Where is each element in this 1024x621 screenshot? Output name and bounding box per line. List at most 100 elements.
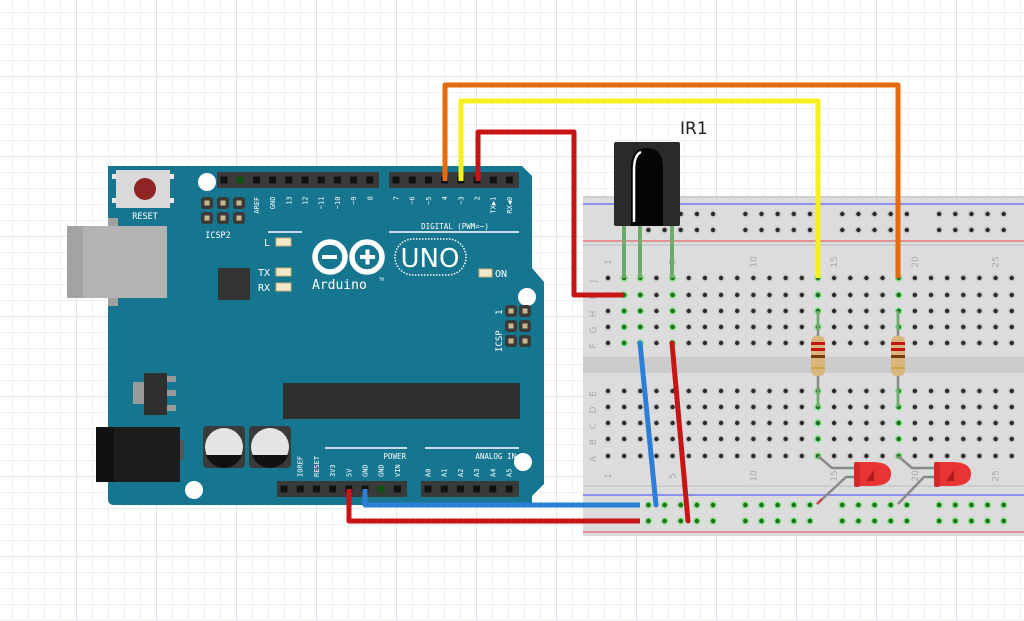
breadboard-hole-center: [767, 275, 772, 281]
header-pin[interactable]: [505, 176, 513, 184]
column-number: 5: [669, 473, 679, 479]
icsp-pin[interactable]: [508, 338, 514, 344]
icsp-pin[interactable]: [204, 215, 210, 221]
breadboard-hole-center: [977, 420, 982, 426]
header-pin[interactable]: [220, 176, 228, 184]
digital-header-right: [389, 172, 519, 188]
red-5v-wire[interactable]: [346, 489, 640, 524]
red-jumper[interactable]: [669, 340, 691, 524]
breadboard-hole-center: [783, 420, 788, 426]
rail-hole-center: [662, 502, 667, 508]
breadboard-hole-center: [735, 388, 740, 394]
header-pin[interactable]: [285, 176, 293, 184]
breadboard-hole-center: [799, 453, 804, 459]
breadboard[interactable]: JIHGFEDCBA11551010151520202525: [583, 196, 1024, 536]
capacitor: [249, 426, 291, 468]
header-pin[interactable]: [280, 485, 288, 493]
icsp-pin[interactable]: [220, 215, 226, 221]
blue-gnd-wire[interactable]: [362, 489, 640, 508]
breadboard-hole-center: [944, 292, 950, 298]
breadboard-hole-center: [944, 275, 950, 281]
header-pin[interactable]: [252, 176, 260, 184]
header-pin[interactable]: [473, 485, 481, 493]
header-pin[interactable]: [317, 176, 325, 184]
icsp-pin[interactable]: [522, 338, 528, 344]
rail-hole-center: [775, 518, 780, 524]
header-pin[interactable]: [505, 485, 513, 493]
rail-hole-center: [678, 502, 683, 508]
header-pin[interactable]: [424, 176, 432, 184]
resistor-band: [811, 342, 825, 345]
rail-hole-center: [694, 211, 700, 217]
icsp-pin[interactable]: [508, 323, 514, 329]
regulator-leg: [167, 376, 176, 382]
led-1[interactable]: [816, 455, 891, 505]
ir-receiver[interactable]: [614, 142, 680, 226]
pin-label: ~6: [409, 196, 417, 204]
header-pin[interactable]: [296, 485, 304, 493]
breadboard-hole-center: [638, 308, 643, 314]
header-pin[interactable]: [350, 176, 358, 184]
row-label: E: [589, 391, 599, 397]
header-pin[interactable]: [440, 485, 448, 493]
breadboard-hole-center: [605, 453, 611, 459]
header-pin[interactable]: [393, 485, 401, 493]
breadboard-hole-center: [1009, 308, 1014, 314]
breadboard-hole-center: [718, 420, 724, 426]
breadboard-hole-center: [799, 275, 804, 281]
yellow-wire[interactable]: [458, 98, 821, 278]
header-pin[interactable]: [366, 176, 374, 184]
header-pin[interactable]: [301, 176, 309, 184]
header-pin[interactable]: [329, 485, 337, 493]
column-number: 20: [911, 470, 921, 482]
reset-button[interactable]: [112, 170, 174, 208]
header-pin[interactable]: [489, 176, 497, 184]
header-pin[interactable]: [392, 176, 400, 184]
rail-hole-center: [872, 518, 877, 524]
header-pin[interactable]: [312, 485, 320, 493]
resistor-2[interactable]: [891, 311, 905, 407]
led-2[interactable]: [897, 455, 971, 505]
header-pin[interactable]: [377, 485, 385, 493]
reset-leg: [112, 198, 116, 203]
header-pin[interactable]: [408, 176, 416, 184]
pin-label: 4: [441, 196, 449, 200]
header-pin[interactable]: [236, 176, 244, 184]
row-label: G: [589, 326, 599, 333]
icsp-pin[interactable]: [508, 308, 514, 314]
resistor-1[interactable]: [811, 311, 825, 407]
column-number: 10: [749, 470, 759, 482]
icsp-pin[interactable]: [220, 200, 226, 206]
pin-label: GND: [378, 464, 386, 477]
breadboard-hole-center: [783, 308, 788, 314]
header-pin[interactable]: [424, 485, 432, 493]
header-pin[interactable]: [333, 176, 341, 184]
rail-hole-center: [775, 211, 780, 217]
breadboard-hole-center: [670, 420, 675, 426]
pin-label: 8: [366, 196, 374, 200]
reset-button-cap: [134, 178, 156, 200]
breadboard-hole-center: [702, 324, 708, 330]
header-pin[interactable]: [456, 485, 464, 493]
icsp-pin[interactable]: [236, 200, 242, 206]
icsp-pin[interactable]: [204, 200, 210, 206]
orange-wire[interactable]: [442, 82, 901, 278]
icsp-pin[interactable]: [522, 308, 528, 314]
header-pin[interactable]: [489, 485, 497, 493]
resistor-band: [891, 355, 905, 358]
rail-hole-center: [953, 227, 958, 233]
breadboard-hole-center: [961, 324, 966, 330]
regulator-leg: [167, 390, 176, 396]
breadboard-hole-center: [993, 308, 998, 314]
header-pin[interactable]: [269, 176, 277, 184]
red-signal-wire[interactable]: [475, 129, 624, 298]
rail-hole-center: [743, 227, 748, 233]
breadboard-hole-center: [638, 404, 643, 410]
breadboard-hole-center: [799, 292, 804, 298]
breadboard-hole-center: [864, 275, 869, 281]
icsp-pin[interactable]: [236, 215, 242, 221]
blue-jumper[interactable]: [637, 340, 659, 508]
icsp-pin[interactable]: [522, 323, 528, 329]
